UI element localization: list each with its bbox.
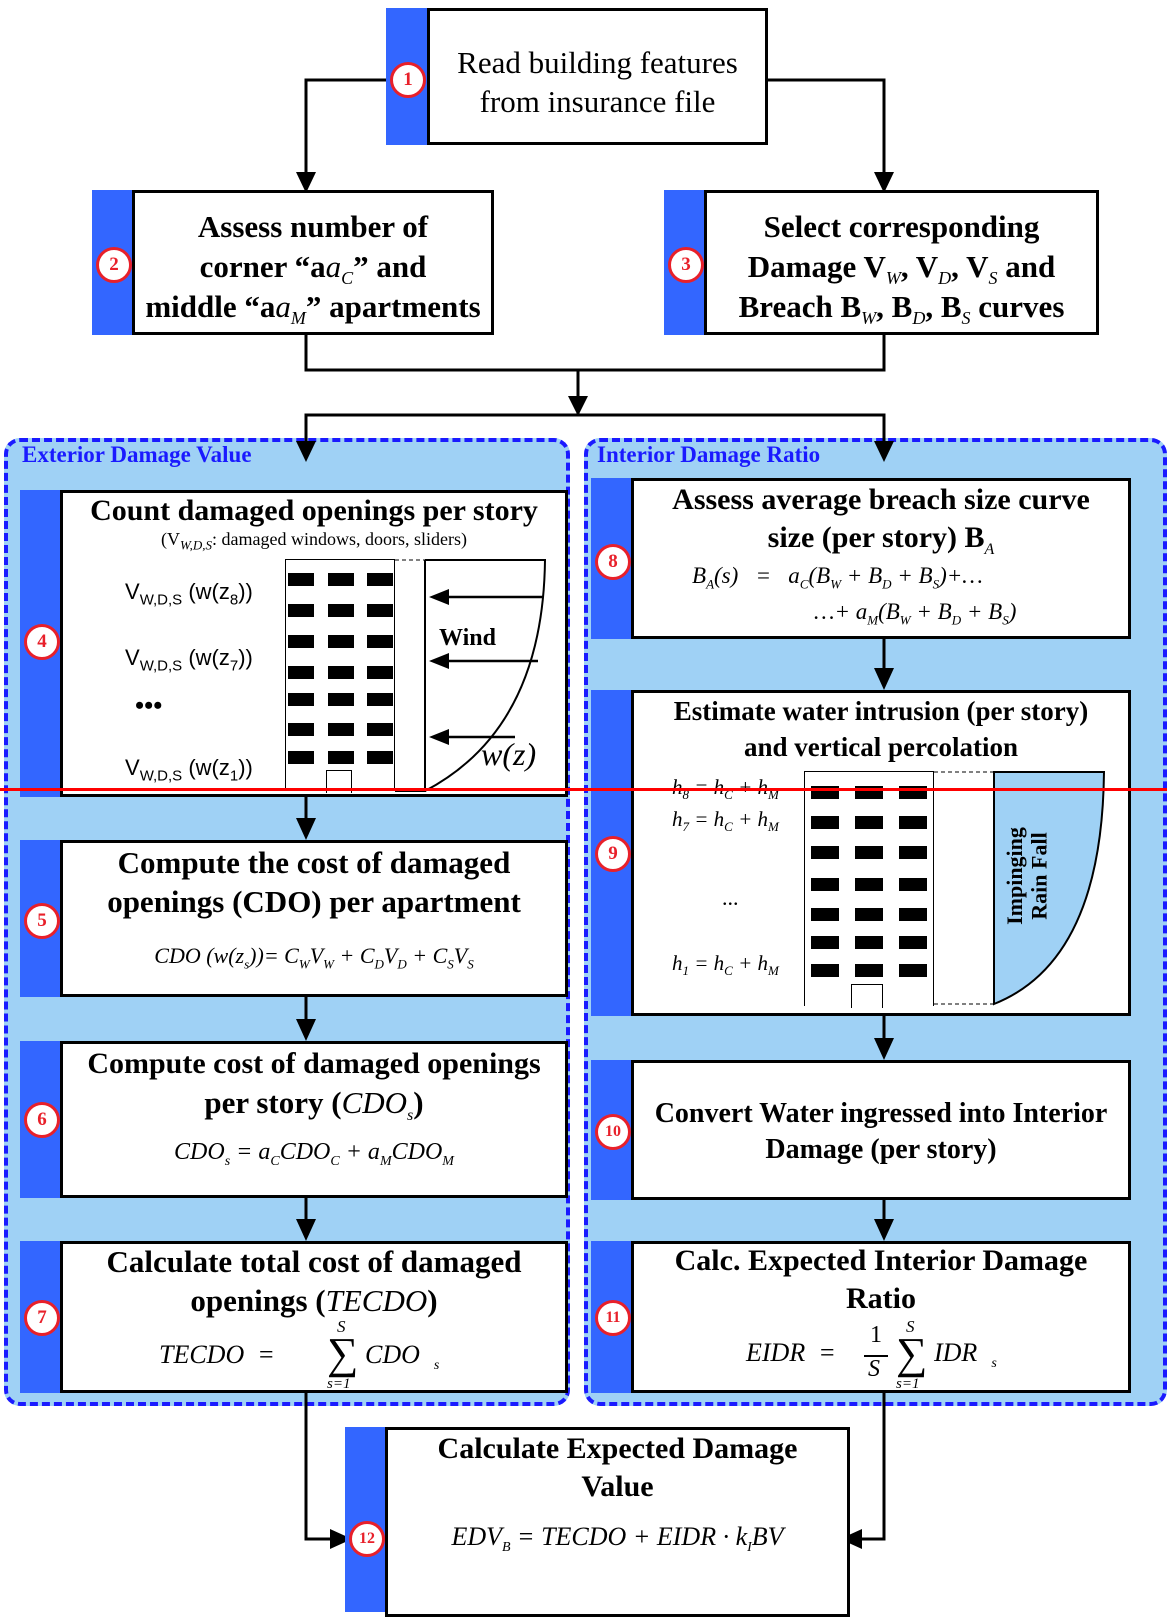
step3-badge: 3 [668, 247, 704, 283]
rain-label-1: Impinging [1001, 827, 1027, 925]
step8-box: Assess average breach size curve size (p… [631, 478, 1131, 639]
step12-equation: EDVB = TECDO + EIDR · kIBV [451, 1522, 784, 1556]
step10-box: Convert Water ingressed into Interior Da… [631, 1060, 1131, 1200]
step12-line1: Calculate Expected Damage [437, 1432, 798, 1465]
step2-line2: corner “aaC” and [199, 249, 427, 289]
step5-box: Compute the cost of damaged openings (CD… [60, 840, 568, 997]
building-interior [804, 771, 934, 1008]
step12-line2: Value [581, 1470, 654, 1503]
step12-accent-bar [345, 1427, 389, 1612]
step3-line3: Breach BW, BD, BS curves [738, 289, 1065, 329]
step1-badge: 1 [390, 62, 426, 98]
step6-equation: CDOs = aCCDOC + aMCDOM [174, 1139, 454, 1169]
step8-badge: 8 [595, 544, 631, 580]
step11-frac-den: S [868, 1356, 880, 1382]
building-exterior [285, 559, 395, 793]
step7-line2: openings (TECDO) [190, 1283, 438, 1318]
step11-sum-bot: s=1 [896, 1376, 920, 1392]
step11-line2: Ratio [846, 1282, 916, 1315]
step10-line2: Damage (per story) [765, 1134, 997, 1165]
step5-line2: openings (CDO) per apartment [107, 884, 521, 919]
wind-label: Wind [439, 625, 496, 651]
step9-h7: h7 = hC + hM [672, 807, 779, 835]
step9-h8: h8 = hC + hM [672, 775, 779, 803]
step2-line1: Assess number of [197, 209, 429, 244]
step5-badge: 5 [24, 903, 60, 939]
step12-badge: 12 [349, 1521, 385, 1557]
step4-row-z7: VW,D,S (w(z7)) [125, 645, 253, 675]
step6-line1: Compute cost of damaged openings [87, 1047, 541, 1080]
step2-box: Assess number of corner “aaC” and middle… [132, 190, 494, 335]
interior-panel-label: Interior Damage Ratio [597, 442, 821, 467]
step8-eq-line2: …+ aM(BW + BD + BS) [814, 599, 1017, 628]
rain-label-2: Rain Fall [1026, 832, 1052, 920]
rain-profile [934, 771, 1106, 1006]
step7-sum-top: S [337, 1317, 346, 1336]
step5-equation: CDO (w(zs))= CWVW + CDVD + CSVS [154, 943, 474, 972]
step12-box: Calculate Expected Damage Value EDVB = T… [385, 1427, 850, 1617]
step11-box: Calc. Expected Interior Damage Ratio EID… [631, 1241, 1131, 1393]
step2-line3: middle “aaM” apartments [145, 289, 481, 329]
step11-eq-lhs: EIDR = [746, 1338, 836, 1367]
step9-line1: Estimate water intrusion (per story) [673, 696, 1089, 726]
step4-box: Count damaged openings per story (VW,D,S… [60, 490, 568, 797]
step7-box: Calculate total cost of damaged openings… [60, 1241, 568, 1393]
step4-row-z8: VW,D,S (w(z8)) [125, 579, 253, 609]
step7-eq-lhs: TECDO = [159, 1340, 275, 1369]
step10-line1: Convert Water ingressed into Interior [654, 1098, 1108, 1129]
step9-line2: and vertical percolation [744, 732, 1018, 762]
step6-line2: per story (CDOs) [204, 1085, 424, 1125]
step11-badge: 11 [595, 1300, 631, 1336]
step11-sum-sign: ∑ [896, 1329, 928, 1378]
step9-badge: 9 [595, 836, 631, 872]
step8-eq-line1: BA(s) = aC(BW + BD + BS)+… [692, 563, 983, 592]
step11-frac-bar [864, 1355, 888, 1357]
red-guide-line [0, 788, 1167, 791]
step8-line2: size (per story) BA [767, 521, 995, 558]
step7-badge: 7 [24, 1300, 60, 1336]
step1-line2: from insurance file [479, 84, 716, 119]
step9-dots: ... [722, 885, 739, 910]
step4-subtitle: (VW,D,S: damaged windows, doors, sliders… [161, 529, 467, 553]
step11-line1: Calc. Expected Interior Damage [674, 1244, 1088, 1277]
step1-box: Read building features from insurance fi… [427, 8, 768, 145]
step1-line1: Read building features [457, 45, 738, 80]
step3-line2: Damage VW, VD, VS and [747, 249, 1056, 289]
step4-title: Count damaged openings per story [90, 494, 538, 527]
step6-box: Compute cost of damaged openings per sto… [60, 1041, 568, 1198]
step11-frac-num: 1 [870, 1322, 882, 1348]
step3-box: Select corresponding Damage VW, VD, VS a… [704, 190, 1099, 335]
step4-badge: 4 [24, 624, 60, 660]
exterior-panel-label: Exterior Damage Value [22, 442, 252, 467]
wz-label: w(z) [481, 736, 537, 772]
step7-sum-bot: s=1 [327, 1376, 351, 1392]
step7-line1: Calculate total cost of damaged [106, 1244, 522, 1279]
step2-badge: 2 [96, 247, 132, 283]
wind-profile [395, 559, 547, 792]
step4-row-z1: VW,D,S (w(z1)) [125, 755, 253, 785]
step9-h1: h1 = hC + hM [672, 951, 779, 979]
step10-badge: 10 [595, 1114, 631, 1150]
step8-line1: Assess average breach size curve [672, 483, 1090, 516]
step3-line1: Select corresponding [763, 209, 1040, 244]
step6-badge: 6 [24, 1102, 60, 1138]
step7-sum-sign: ∑ [327, 1329, 359, 1378]
step9-box: Estimate water intrusion (per story) and… [631, 690, 1131, 1016]
step5-line1: Compute the cost of damaged [117, 845, 511, 880]
step4-dots: ••• [135, 691, 163, 720]
step11-sum-top: S [906, 1317, 915, 1336]
